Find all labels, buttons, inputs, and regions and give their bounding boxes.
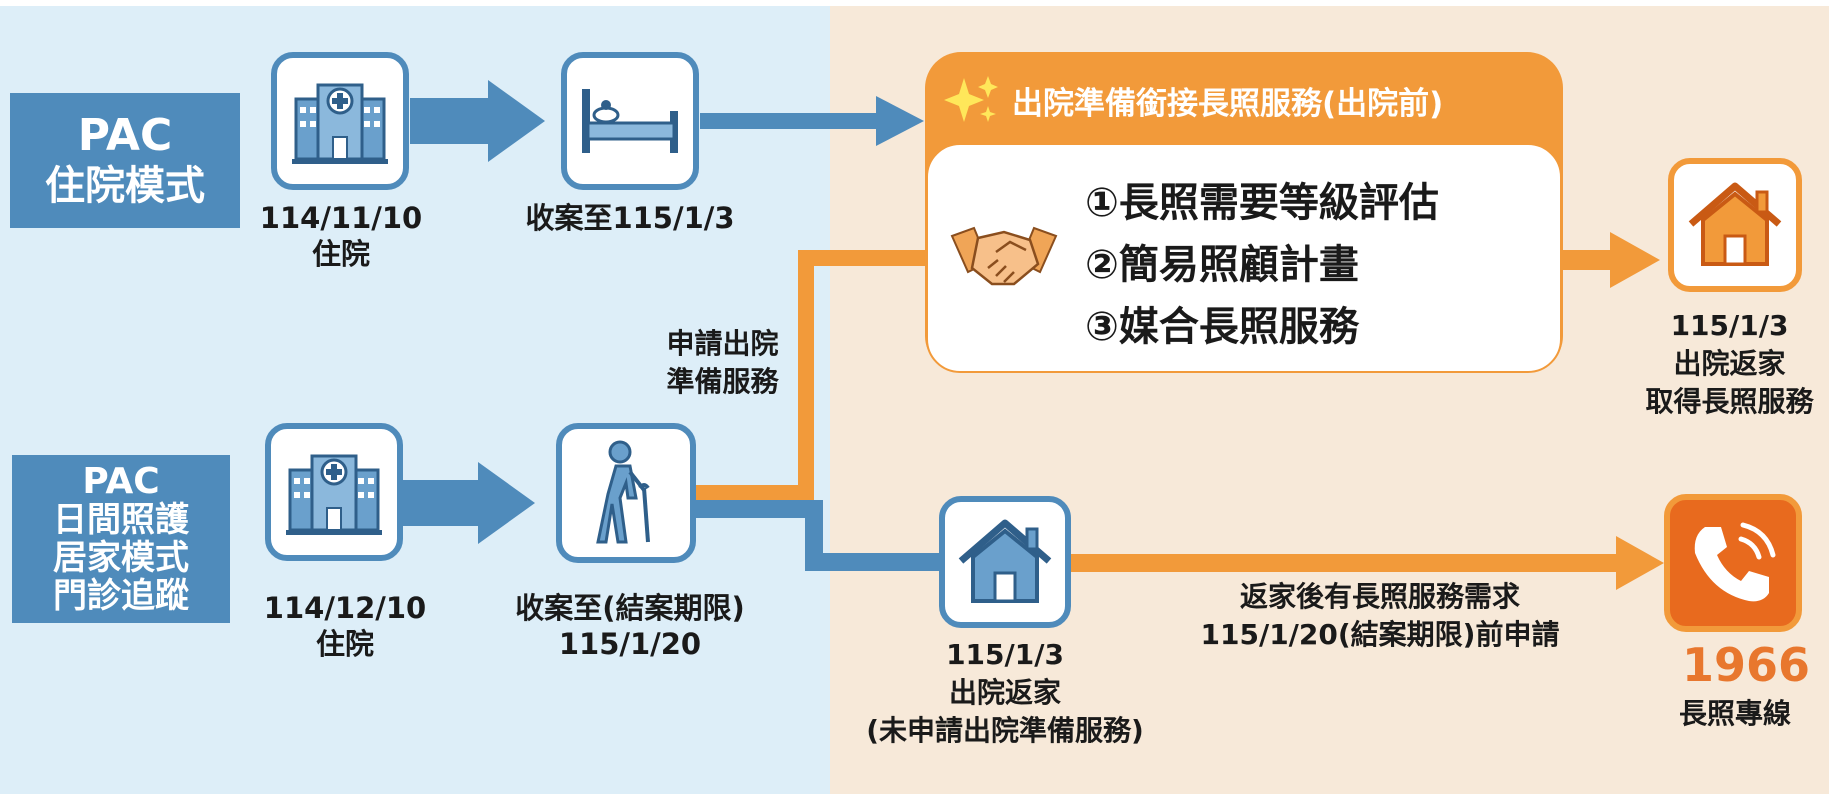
arrow-home-to-hotline-shaft bbox=[1070, 554, 1620, 572]
bottom-case-closed-line1: 收案至(結案期限) bbox=[515, 591, 745, 625]
house-icon bbox=[958, 519, 1052, 603]
home-no-service-label: 115/1/3 出院返家 (未申請出院準備服務) bbox=[840, 636, 1170, 750]
elderly-card bbox=[556, 423, 696, 563]
hotline-number: 1966 bbox=[1682, 638, 1811, 692]
later-need-line2: 115/1/20(結案期限)前申請 bbox=[1200, 618, 1560, 651]
top-admit-label: 114/11/10 住院 bbox=[256, 200, 426, 272]
arrow-banner-to-home-head bbox=[1610, 232, 1660, 288]
banner-step-2: ②簡易照顧計畫 bbox=[1085, 242, 1359, 288]
bottom-case-closed-line2: 115/1/20 bbox=[558, 627, 702, 661]
apply-discharge-prep-label: 申請出院 準備服務 bbox=[655, 325, 790, 401]
hospital-icon bbox=[292, 83, 388, 164]
pac-hospital-mode-box: PAC 住院模式 bbox=[10, 93, 240, 228]
hospital-icon bbox=[286, 454, 382, 535]
pac-hospital-line1: PAC bbox=[77, 109, 173, 161]
arrow-bed-to-banner-shaft bbox=[700, 113, 880, 129]
hospital-card-top bbox=[271, 52, 409, 190]
house-icon bbox=[1688, 182, 1782, 266]
later-need-label: 返家後有長照服務需求 115/1/20(結案期限)前申請 bbox=[1160, 578, 1600, 654]
home-result-label: 115/1/3 出院返家 取得長照服務 bbox=[1630, 307, 1829, 421]
hospital-card-bottom bbox=[265, 423, 403, 561]
bottom-admit-label: 114/12/10 住院 bbox=[250, 590, 440, 662]
banner-step-3: ③媒合長照服務 bbox=[1085, 304, 1359, 350]
pac-daycare-line2: 日間照護 bbox=[53, 500, 189, 540]
top-case-closed-text: 收案至115/1/3 bbox=[525, 201, 735, 235]
pac-hospital-line2: 住院模式 bbox=[45, 162, 205, 209]
pac-daycare-mode-box: PAC 日間照護 居家模式 門診追蹤 bbox=[12, 455, 230, 623]
home-result-line3: 取得長照服務 bbox=[1645, 385, 1814, 418]
arrow-hospital-to-bed bbox=[410, 80, 545, 162]
home-result-line2: 出院返家 bbox=[1673, 347, 1786, 380]
hotline-label: 長照專線 bbox=[1655, 696, 1815, 732]
hotline-card bbox=[1664, 494, 1802, 632]
pac-daycare-line1: PAC bbox=[82, 461, 160, 502]
bottom-case-closed-label: 收案至(結案期限) 115/1/20 bbox=[500, 590, 760, 662]
home-result-card bbox=[1668, 158, 1802, 292]
bottom-admit-date: 114/12/10 bbox=[263, 591, 427, 625]
top-case-closed-label: 收案至115/1/3 bbox=[510, 200, 750, 236]
orange-path-to-banner bbox=[696, 250, 928, 501]
home-no-service-line3: (未申請出院準備服務) bbox=[866, 714, 1144, 747]
later-need-line1: 返家後有長照服務需求 bbox=[1239, 580, 1520, 613]
top-admit-text: 住院 bbox=[311, 237, 370, 271]
hotline-label-text: 長照專線 bbox=[1678, 697, 1791, 730]
bed-card bbox=[561, 52, 699, 190]
pac-daycare-line4: 門診追蹤 bbox=[53, 576, 189, 616]
top-admit-date: 114/11/10 bbox=[259, 201, 423, 235]
apply-line1: 申請出院 bbox=[666, 327, 779, 360]
arrow-bed-to-banner-head bbox=[876, 96, 924, 146]
home-no-service-line1: 115/1/3 bbox=[946, 638, 1064, 671]
apply-line2: 準備服務 bbox=[666, 365, 779, 398]
banner-title: 出院準備銜接長照服務(出院前) bbox=[1012, 86, 1444, 122]
bed-icon bbox=[582, 89, 678, 153]
elderly-walking-icon bbox=[596, 440, 650, 544]
pac-daycare-line3: 居家模式 bbox=[53, 538, 189, 578]
arrow-banner-to-home-shaft bbox=[1562, 250, 1614, 270]
home-no-service-card bbox=[939, 496, 1071, 628]
phone-icon bbox=[1694, 522, 1776, 602]
sparkle-icon bbox=[944, 76, 998, 122]
bottom-admit-text: 住院 bbox=[315, 627, 374, 661]
home-no-service-line2: 出院返家 bbox=[948, 676, 1061, 709]
home-result-line1: 115/1/3 bbox=[1670, 309, 1789, 342]
handshake-icon bbox=[950, 226, 1058, 286]
arrow-home-to-hotline-head bbox=[1616, 536, 1664, 590]
banner-step-1: ①長照需要等級評估 bbox=[1085, 180, 1439, 226]
arrow-hospital2-to-elderly bbox=[400, 462, 535, 544]
blue-path-to-home bbox=[696, 500, 943, 571]
